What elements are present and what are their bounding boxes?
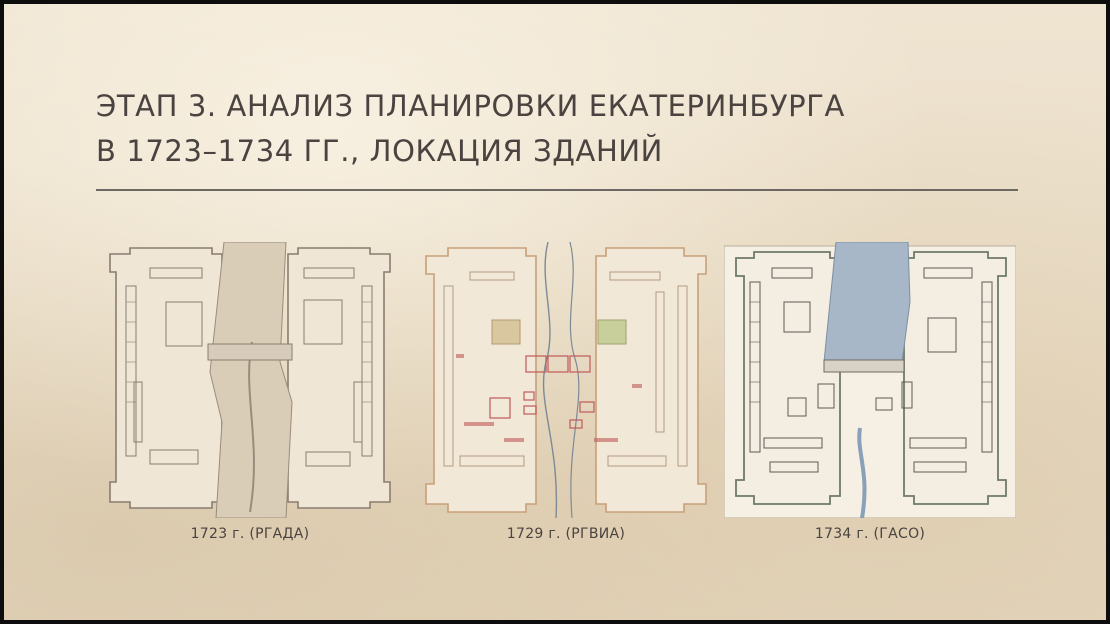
- plan-caption-1734: 1734 г. (ГАСО): [814, 526, 926, 542]
- presentation-slide: ЭТАП 3. АНАЛИЗ ПЛАНИРОВКИ ЕКАТЕРИНБУРГА …: [4, 4, 1106, 620]
- slide-title-line-1: ЭТАП 3. АНАЛИЗ ПЛАНИРОВКИ ЕКАТЕРИНБУРГА: [96, 89, 845, 123]
- plan-caption-1729: 1729 г. (РГВИА): [506, 526, 626, 542]
- fortress-plan-1729: [420, 242, 712, 518]
- fortress-plan-1734: [724, 242, 1016, 518]
- slide-title-line-2: В 1723–1734 ГГ., ЛОКАЦИЯ ЗДАНИЙ: [96, 134, 663, 168]
- title-divider: [96, 189, 1018, 191]
- slide-title: ЭТАП 3. АНАЛИЗ ПЛАНИРОВКИ ЕКАТЕРИНБУРГА …: [96, 84, 1016, 174]
- plan-caption-1723: 1723 г. (РГАДА): [190, 526, 310, 542]
- fortress-plan-1723: [104, 242, 396, 518]
